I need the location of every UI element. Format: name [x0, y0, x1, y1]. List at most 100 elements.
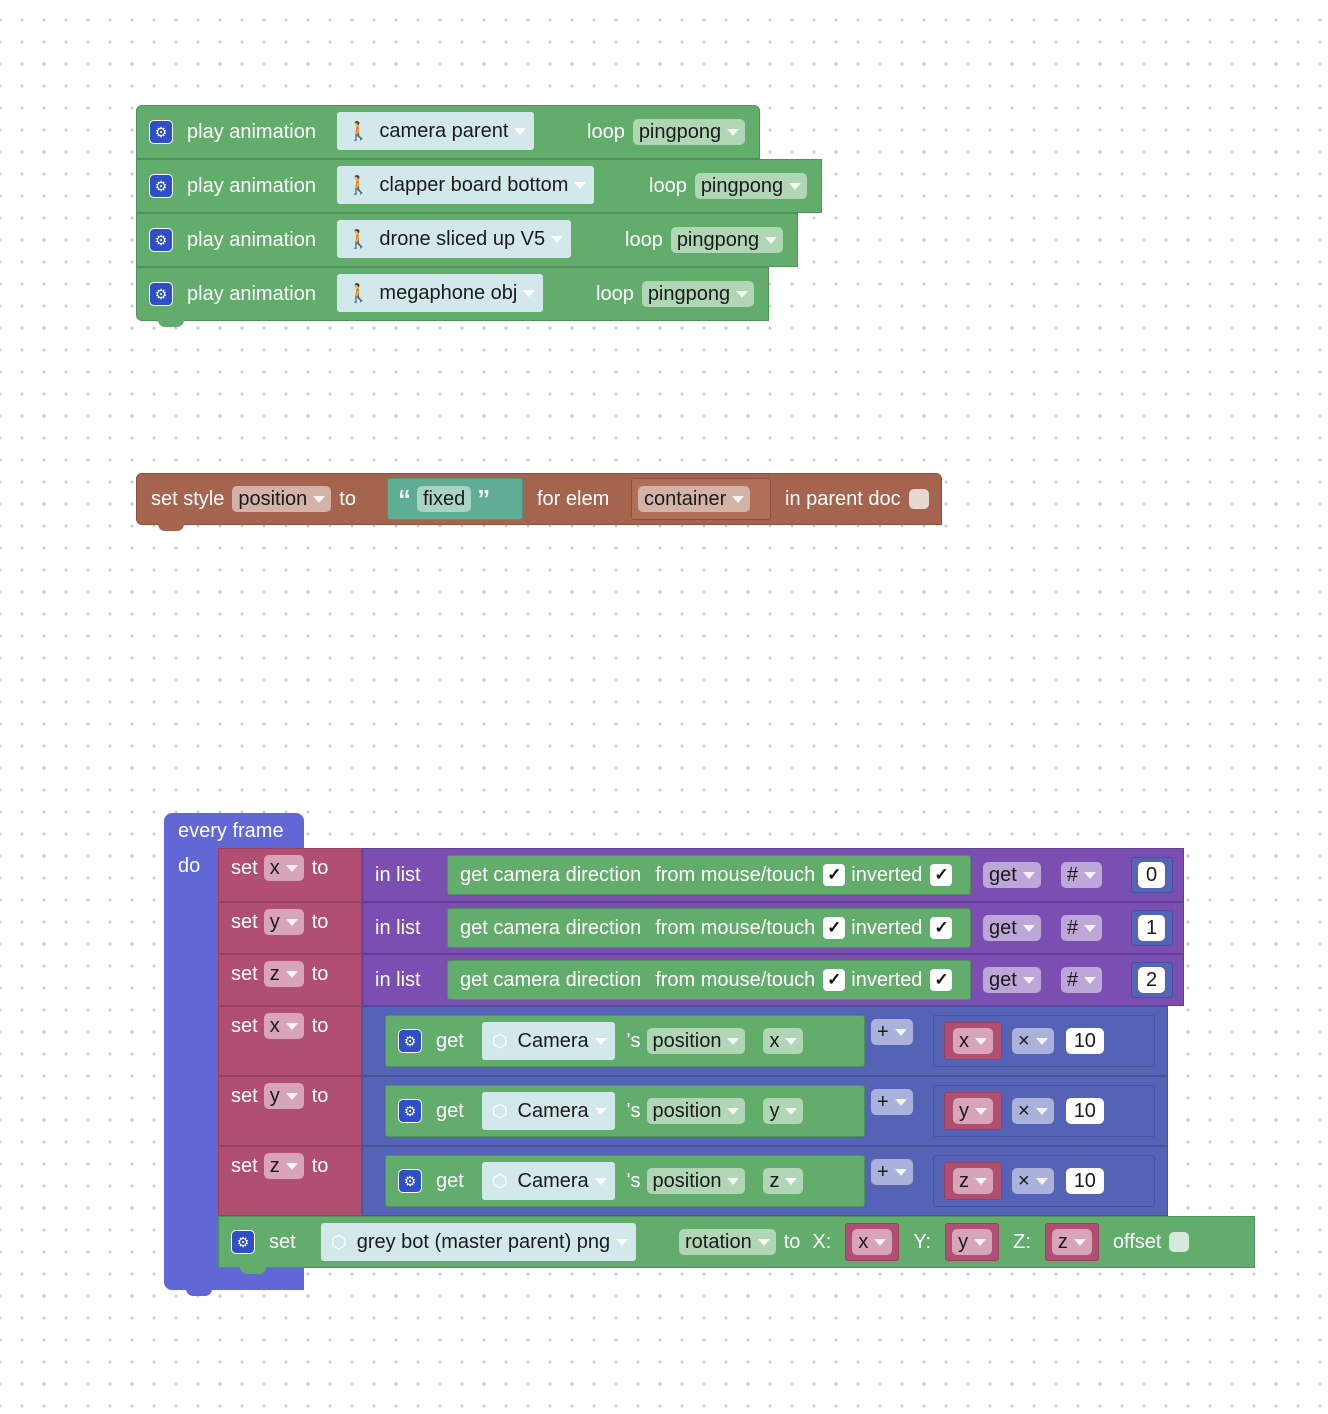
math-op-dropdown[interactable]: × — [1012, 1028, 1054, 1054]
list-op-dropdown[interactable]: get — [983, 967, 1041, 993]
variable-get-block[interactable]: y — [945, 1223, 1000, 1261]
variable-get-block[interactable]: x — [845, 1223, 900, 1261]
set-variable-block[interactable]: set x to — [218, 848, 362, 902]
set-style-block[interactable]: set style position to “ fixed ” for elem… — [136, 473, 942, 525]
math-op-dropdown[interactable]: + — [871, 1019, 913, 1045]
number-block[interactable]: 2 — [1131, 962, 1173, 998]
play-animation-block[interactable]: ⚙ play animation 🚶megaphone obj loop pin… — [136, 267, 769, 321]
loop-mode-dropdown[interactable]: pingpong — [670, 227, 784, 253]
math-op-dropdown[interactable]: × — [1012, 1168, 1054, 1194]
set-variable-block[interactable]: set x to — [218, 1006, 362, 1076]
property-dropdown[interactable]: position — [646, 1098, 746, 1124]
loop-mode-dropdown[interactable]: pingpong — [632, 119, 746, 145]
variable-get-block[interactable]: y — [944, 1092, 1002, 1130]
in-list-block[interactable]: in list get camera direction from mouse/… — [362, 902, 1184, 954]
object-field[interactable]: ⬡grey bot (master parent) png — [321, 1223, 637, 1261]
index-value[interactable]: 2 — [1138, 967, 1166, 993]
math-add-block[interactable]: ⚙ get ⬡Camera 's position x + x × 10 — [362, 1006, 1168, 1076]
text-value-block[interactable]: “ fixed ” — [387, 478, 523, 520]
play-animation-block[interactable]: ⚙ play animation 🚶drone sliced up V5 loo… — [136, 213, 798, 267]
element-dropdown[interactable]: container — [638, 486, 751, 512]
variable-dropdown[interactable]: y — [953, 1098, 993, 1124]
object-field[interactable]: ⬡Camera — [481, 1162, 615, 1200]
object-field[interactable]: 🚶megaphone obj — [337, 274, 544, 312]
checkmark-icon[interactable]: ✓ — [930, 864, 953, 886]
play-animation-block[interactable]: ⚙ play animation 🚶clapper board bottom l… — [136, 159, 822, 213]
in-list-block[interactable]: in list get camera direction from mouse/… — [362, 848, 1184, 902]
get-property-block[interactable]: ⚙ get ⬡Camera 's position x — [385, 1015, 865, 1067]
gear-icon[interactable]: ⚙ — [149, 282, 173, 306]
variable-dropdown[interactable]: y — [952, 1229, 993, 1255]
loop-mode-dropdown[interactable]: pingpong — [694, 173, 808, 199]
offset-checkbox[interactable] — [1169, 1232, 1190, 1252]
checkmark-icon[interactable]: ✓ — [823, 864, 846, 886]
checkmark-icon[interactable]: ✓ — [823, 969, 846, 991]
gear-icon[interactable]: ⚙ — [398, 1099, 422, 1123]
loop-mode-dropdown[interactable]: pingpong — [641, 281, 755, 307]
get-property-block[interactable]: ⚙ get ⬡Camera 's position y — [385, 1085, 865, 1137]
gear-icon[interactable]: ⚙ — [149, 120, 173, 144]
list-op-dropdown[interactable]: get — [983, 915, 1041, 941]
every-frame-header[interactable]: every frame — [164, 813, 304, 849]
math-op-dropdown[interactable]: + — [871, 1159, 913, 1185]
variable-dropdown[interactable]: z — [263, 961, 304, 987]
object-field[interactable]: ⬡Camera — [481, 1092, 615, 1130]
variable-dropdown[interactable]: y — [263, 909, 304, 935]
math-op-dropdown[interactable]: + — [871, 1089, 913, 1115]
set-variable-block[interactable]: set z to — [218, 954, 362, 1006]
object-field[interactable]: 🚶drone sliced up V5 — [337, 220, 572, 258]
number-block[interactable]: 1 — [1131, 910, 1173, 946]
camera-direction-block[interactable]: get camera direction from mouse/touch ✓ … — [447, 855, 971, 895]
number-block[interactable]: 0 — [1131, 857, 1173, 893]
rotation-property-dropdown[interactable]: rotation — [679, 1229, 776, 1255]
object-field[interactable]: 🚶clapper board bottom — [337, 166, 595, 204]
index-value[interactable]: 0 — [1138, 862, 1166, 888]
property-dropdown[interactable]: position — [646, 1028, 746, 1054]
variable-get-block[interactable]: x — [944, 1022, 1002, 1060]
list-op-dropdown[interactable]: get — [983, 862, 1041, 888]
text-value-field[interactable]: fixed — [417, 486, 472, 512]
checkmark-icon[interactable]: ✓ — [930, 917, 953, 939]
variable-dropdown[interactable]: x — [263, 855, 304, 881]
math-multiply-block[interactable]: y × 10 — [933, 1085, 1155, 1137]
index-mode-dropdown[interactable]: # — [1060, 915, 1102, 941]
axis-dropdown[interactable]: x — [763, 1028, 804, 1054]
variable-get-block[interactable]: z — [1044, 1223, 1099, 1261]
axis-dropdown[interactable]: z — [763, 1168, 804, 1194]
set-variable-block[interactable]: set y to — [218, 902, 362, 954]
factor-value[interactable]: 10 — [1065, 1098, 1104, 1124]
index-mode-dropdown[interactable]: # — [1060, 967, 1102, 993]
index-mode-dropdown[interactable]: # — [1060, 862, 1102, 888]
variable-dropdown[interactable]: y — [263, 1083, 304, 1109]
math-op-dropdown[interactable]: × — [1012, 1098, 1054, 1124]
variable-dropdown[interactable]: x — [953, 1028, 993, 1054]
gear-icon[interactable]: ⚙ — [149, 228, 173, 252]
variable-dropdown[interactable]: z — [1051, 1229, 1092, 1255]
style-property-dropdown[interactable]: position — [232, 486, 332, 512]
camera-direction-block[interactable]: get camera direction from mouse/touch ✓ … — [447, 908, 971, 948]
variable-get-block[interactable]: z — [944, 1162, 1002, 1200]
math-add-block[interactable]: ⚙ get ⬡Camera 's position y + y × 10 — [362, 1076, 1168, 1146]
variable-dropdown[interactable]: x — [263, 1013, 304, 1039]
property-dropdown[interactable]: position — [646, 1168, 746, 1194]
gear-icon[interactable]: ⚙ — [149, 174, 173, 198]
variable-dropdown[interactable]: z — [953, 1168, 993, 1194]
math-multiply-block[interactable]: x × 10 — [933, 1015, 1155, 1067]
variable-dropdown[interactable]: z — [263, 1153, 304, 1179]
factor-value[interactable]: 10 — [1065, 1168, 1104, 1194]
index-value[interactable]: 1 — [1138, 915, 1166, 941]
set-variable-block[interactable]: set z to — [218, 1146, 362, 1216]
axis-dropdown[interactable]: y — [763, 1098, 804, 1124]
checkmark-icon[interactable]: ✓ — [930, 969, 953, 991]
get-property-block[interactable]: ⚙ get ⬡Camera 's position z — [385, 1155, 865, 1207]
set-variable-block[interactable]: set y to — [218, 1076, 362, 1146]
play-animation-block[interactable]: ⚙ play animation 🚶camera parent loop pin… — [136, 105, 760, 159]
math-multiply-block[interactable]: z × 10 — [933, 1155, 1155, 1207]
element-block[interactable]: container — [631, 478, 771, 520]
object-field[interactable]: 🚶camera parent — [337, 112, 535, 150]
in-parent-doc-checkbox[interactable] — [908, 489, 929, 509]
math-add-block[interactable]: ⚙ get ⬡Camera 's position z + z × 10 — [362, 1146, 1168, 1216]
gear-icon[interactable]: ⚙ — [398, 1169, 422, 1193]
checkmark-icon[interactable]: ✓ — [823, 917, 846, 939]
camera-direction-block[interactable]: get camera direction from mouse/touch ✓ … — [447, 960, 971, 1000]
